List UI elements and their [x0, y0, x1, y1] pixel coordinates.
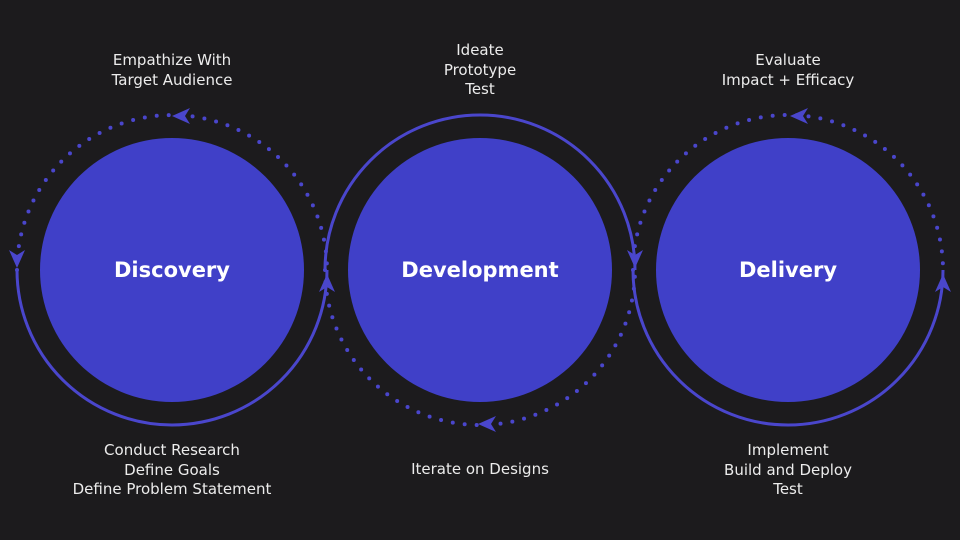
arrowhead-icon	[478, 416, 496, 432]
discovery-label: Discovery	[114, 258, 230, 282]
caption-line: Impact + Efficacy	[721, 70, 855, 89]
caption-line: Build and Deploy	[724, 460, 852, 479]
direction-arrows	[9, 108, 951, 432]
development-label: Development	[401, 258, 559, 282]
rings	[15, 113, 945, 427]
caption-line: Target Audience	[111, 70, 233, 89]
arrowhead-icon	[627, 250, 643, 268]
discovery-bottom-solid-arc	[15, 269, 329, 427]
caption-line: Empathize With	[112, 51, 232, 69]
arrowhead-icon	[172, 108, 190, 124]
delivery-bottom-caption: Implement Build and Deploy Test	[638, 441, 938, 500]
development-circle	[348, 138, 612, 402]
caption-line: Define Problem Statement	[72, 480, 272, 498]
caption-line: Iterate on Designs	[411, 460, 549, 478]
caption-line: Define Goals	[124, 460, 220, 479]
caption-line: Ideate	[456, 41, 504, 59]
arrowhead-icon	[319, 274, 335, 292]
arrowhead-icon	[935, 274, 951, 292]
arrowhead-icon	[790, 108, 808, 124]
discovery-circle	[40, 138, 304, 402]
caption-line: Evaluate	[755, 51, 821, 69]
delivery-top-caption: Evaluate Impact + Efficacy	[638, 51, 938, 90]
phase-circles	[40, 138, 920, 402]
caption-line: Prototype	[443, 60, 517, 79]
delivery-label: Delivery	[738, 258, 838, 282]
caption-line: Implement	[747, 441, 829, 459]
caption-line: Test	[465, 80, 495, 98]
discovery-top-caption: Empathize With Target Audience	[22, 51, 322, 90]
arrowhead-icon	[9, 250, 25, 268]
delivery-bottom-solid-arc	[631, 269, 945, 427]
development-bottom-caption: Iterate on Designs	[330, 460, 630, 480]
caption-line: Test	[773, 480, 803, 498]
development-top-solid-arc	[323, 113, 637, 271]
development-top-caption: Ideate Prototype Test	[330, 41, 630, 100]
caption-line: Conduct Research	[104, 441, 240, 459]
delivery-circle	[656, 138, 920, 402]
discovery-bottom-caption: Conduct Research Define Goals Define Pro…	[22, 441, 322, 500]
